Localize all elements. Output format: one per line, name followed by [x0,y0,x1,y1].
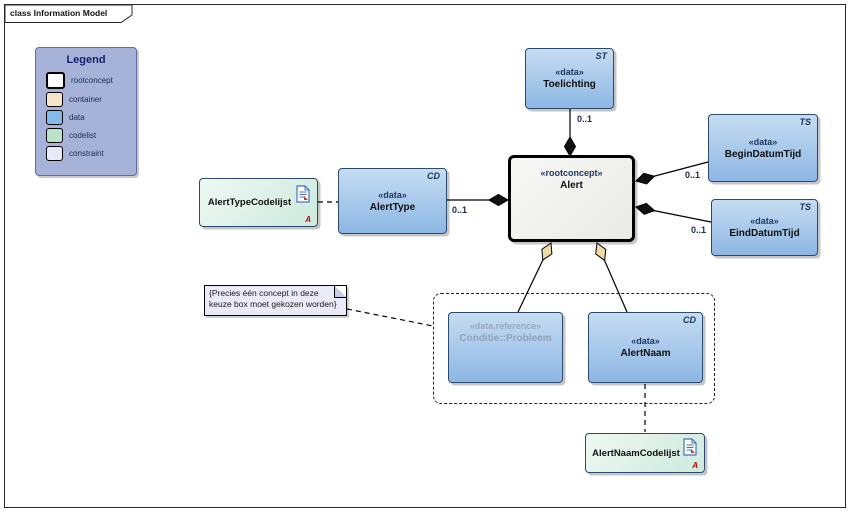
legend-item-rootconcept: rootconcept [36,70,136,90]
constraint-swatch-icon [46,145,63,161]
choice-group-box [433,293,715,404]
multiplicity-toelichting: 0..1 [577,114,593,124]
node-name: AlertTypeCodelijst [207,197,292,208]
note-fold-corner-icon [334,286,346,298]
node-alert[interactable]: «rootconcept» Alert [508,155,635,242]
node-einddatumtijd[interactable]: TS «data» EindDatumTijd [711,199,818,256]
node-alerttypecodelijst[interactable]: AlertTypeCodelijst A [199,178,318,227]
note-fold-corner-icon [334,286,346,298]
node-stereotype: «data» [631,336,660,346]
document-icon [296,185,310,208]
diagram-tab-shape [5,5,133,23]
legend-item-container: container [36,90,136,108]
multiplicity-alerttype: 0..1 [452,205,468,215]
node-toelichting[interactable]: ST «data» Toelichting [525,48,614,109]
node-alertnaamcodelijst[interactable]: AlertNaamCodelijst A [585,433,705,473]
node-stereotype: «rootconcept» [540,168,603,178]
node-stereotype: «data» [748,136,778,147]
constraint-note[interactable]: {Precies één concept in deze keuze box m… [204,285,347,316]
legend: Legend rootconcept container data codeli… [35,47,137,176]
legend-item-data: data [36,108,136,126]
node-name: Toelichting [543,79,596,90]
data-swatch-icon [46,109,63,125]
abstract-marker: A [305,215,311,224]
abstract-marker: A [692,461,698,470]
node-conditie-probleem[interactable]: «data,reference» Conditie::Probleem [448,312,563,383]
legend-title: Legend [66,54,106,66]
node-name: AlertType [369,201,416,213]
constraint-note-text: {Precies één concept in deze keuze box m… [209,288,337,310]
multiplicity-begindatumtijd: 0..1 [685,170,701,180]
multiplicity-einddatumtijd: 0..1 [691,225,707,235]
legend-item-label: data [69,112,85,122]
node-begindatumtijd[interactable]: TS «data» BeginDatumTijd [708,114,818,182]
node-stereotype: «data,reference» [469,321,542,331]
diagram-frame [4,4,846,508]
node-stereotype: «data» [750,216,779,226]
node-name: Conditie::Probleem [459,333,552,344]
legend-item-label: codelist [69,130,97,140]
diagram-tab: class Information Model [4,4,135,23]
legend-item-label: constraint [69,148,104,158]
node-tag: CD [427,171,440,181]
node-tag: CD [683,315,696,325]
codelist-swatch-icon [46,127,63,143]
rootconcept-swatch-icon [46,71,65,89]
node-name: AlertNaam [620,348,671,359]
node-name: Alert [560,180,583,191]
legend-item-label: container [69,94,102,104]
document-icon [683,438,697,461]
node-name: AlertNaamCodelijst [592,447,680,459]
legend-item-label: rootconcept [71,75,113,85]
node-tag: TS [799,117,811,127]
node-tag: ST [595,51,607,61]
container-swatch-icon [46,91,63,107]
node-alerttype[interactable]: CD «data» AlertType [338,168,447,234]
node-name: EindDatumTijd [729,228,800,239]
diagram-tab-title: class Information Model [10,8,108,18]
node-name: BeginDatumTijd [724,148,802,160]
node-tag: TS [799,202,811,212]
node-alertnaam[interactable]: CD «data» AlertNaam [588,312,703,383]
node-stereotype: «data» [378,189,407,200]
node-stereotype: «data» [555,67,584,77]
legend-item-codelist: codelist [36,126,136,144]
legend-item-constraint: constraint [36,144,136,162]
